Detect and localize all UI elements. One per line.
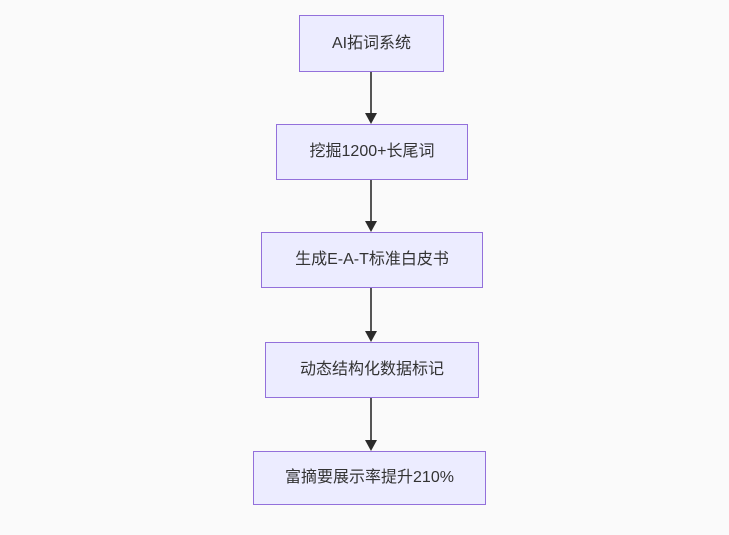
flowchart-node-ai-system: AI拓词系统	[299, 15, 444, 72]
arrow-shaft	[370, 180, 372, 221]
node-label: 富摘要展示率提升210%	[285, 469, 454, 486]
flow-arrow-4	[365, 398, 377, 451]
flow-arrow-2	[365, 180, 377, 232]
flowchart-node-longtail-keywords: 挖掘1200+长尾词	[276, 124, 468, 180]
node-label: 动态结构化数据标记	[299, 361, 444, 378]
arrow-shaft	[370, 398, 372, 440]
flowchart-node-rich-snippet-result: 富摘要展示率提升210%	[253, 451, 486, 505]
flowchart-node-structured-data: 动态结构化数据标记	[265, 342, 479, 398]
flow-arrow-1	[365, 72, 377, 124]
node-label: AI拓词系统	[331, 34, 412, 52]
arrowhead-down-icon	[365, 221, 377, 232]
arrowhead-down-icon	[365, 331, 377, 342]
node-label: 挖掘1200+长尾词	[309, 143, 435, 160]
node-label: 生成E-A-T标准白皮书	[295, 251, 449, 268]
flowchart-node-eat-whitepaper: 生成E-A-T标准白皮书	[261, 232, 483, 288]
arrowhead-down-icon	[365, 113, 377, 124]
arrow-shaft	[370, 72, 372, 113]
arrowhead-down-icon	[365, 440, 377, 451]
arrow-shaft	[370, 288, 372, 331]
flow-arrow-3	[365, 288, 377, 342]
